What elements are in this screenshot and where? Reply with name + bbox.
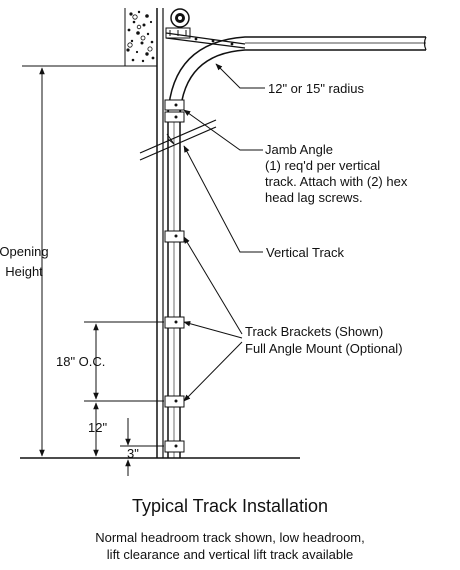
- caption-subtitle: Normal headroom track shown, low headroo…: [95, 530, 365, 545]
- horizontal-track: [165, 32, 427, 122]
- jamb-angle-note: (1) req'd per vertical: [265, 158, 380, 173]
- opening-height-label: Opening: [0, 244, 49, 259]
- leader-lines: [183, 63, 265, 402]
- jamb-angle-note: head lag screws.: [265, 190, 363, 205]
- track-bracket: [164, 440, 185, 453]
- masonry-header: [124, 8, 157, 67]
- caption-subtitle: lift clearance and vertical lift track a…: [106, 547, 354, 562]
- jamb-angle-label: Jamb Angle: [265, 142, 333, 157]
- track-brackets-note: Full Angle Mount (Optional): [245, 341, 403, 356]
- door-jamb: [156, 8, 164, 458]
- flag-bracket: [165, 8, 191, 39]
- jamb-angle: [139, 119, 217, 161]
- opening-height-dimension: [22, 65, 125, 457]
- track-bracket: [164, 316, 185, 329]
- jamb-angle-note: track. Attach with (2) hex: [265, 174, 408, 189]
- caption-title: Typical Track Installation: [131, 496, 329, 516]
- track-installation-diagram: 12" or 15" radius Jamb Angle (1) req'd p…: [0, 8, 427, 476]
- track-bracket: [164, 230, 185, 243]
- radius-label: 12" or 15" radius: [268, 81, 364, 96]
- twelve-inch-label: 12": [88, 420, 107, 435]
- track-brackets-label: Track Brackets (Shown): [245, 324, 383, 339]
- three-inch-dimension: [120, 418, 164, 476]
- track-bracket: [164, 395, 185, 408]
- three-inch-label: 3": [127, 446, 139, 461]
- oc-label: 18" O.C.: [56, 354, 105, 369]
- opening-height-label: Height: [5, 264, 43, 279]
- vertical-track-label: Vertical Track: [266, 245, 345, 260]
- oc-dimension: [84, 321, 164, 402]
- track-bracket: [164, 99, 185, 123]
